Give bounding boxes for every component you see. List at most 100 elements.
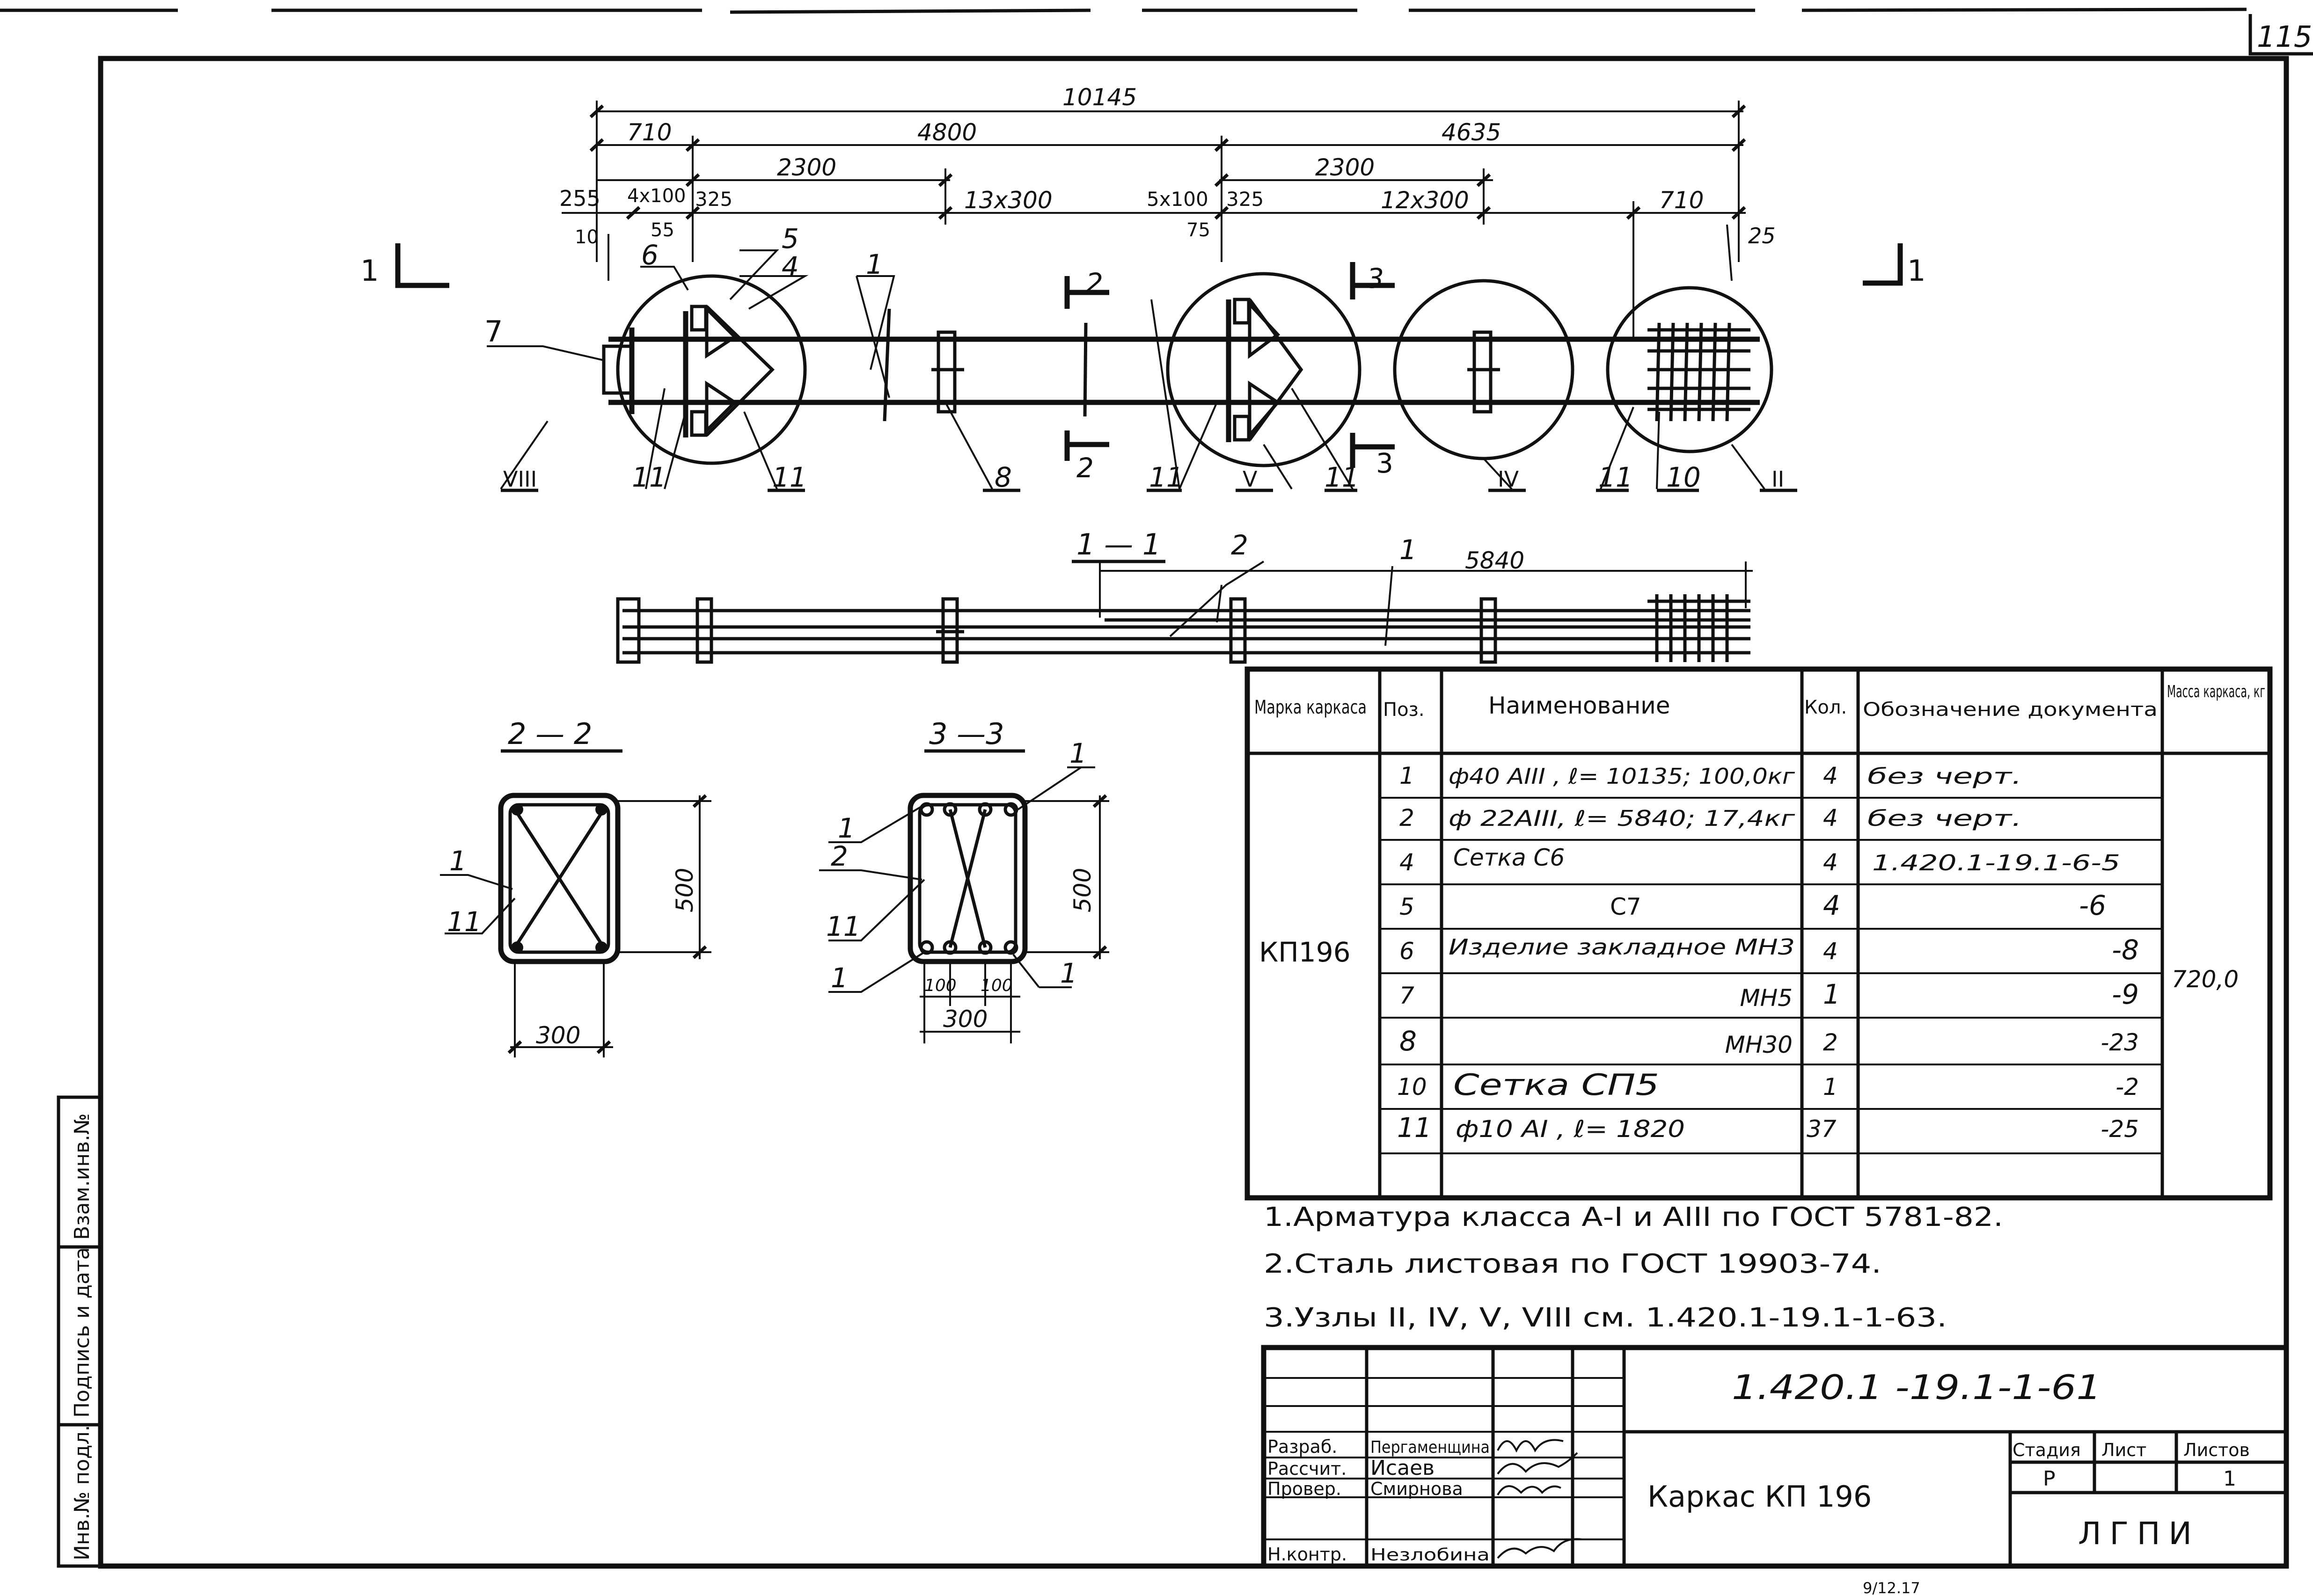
svg-text:1.420.1-19.1-6-5: 1.420.1-19.1-6-5 — [1872, 850, 2120, 875]
svg-text:МН30: МН30 — [1725, 1031, 1793, 1058]
svg-text:-6: -6 — [2079, 889, 2106, 921]
dim-710-right: 710 — [1659, 187, 1704, 214]
svg-text:4: 4 — [1399, 849, 1414, 876]
svg-text:1: 1 — [1823, 1073, 1838, 1100]
dim-5x100: 5x100 — [1147, 188, 1208, 211]
dim-4635: 4635 — [1442, 119, 1501, 146]
dim-55: 55 — [651, 219, 674, 241]
dim-13x300: 13x300 — [964, 187, 1053, 214]
bottom-fragment: 9/12.17 — [1863, 1579, 1920, 1596]
section22-title: 2 — 2 — [508, 717, 592, 751]
dim-2300-left: 2300 — [777, 154, 836, 181]
side-stamp: Инв.№ подл. Подпись и дата Взам.инв.№ — [57, 1095, 102, 1568]
spec-header-pos: Поз. — [1383, 699, 1425, 721]
section22-width: 300 — [536, 1022, 580, 1049]
svg-text:2: 2 — [1399, 804, 1414, 831]
spec-header-name: Наименование — [1488, 692, 1670, 719]
note-1: 1.Арматура класса А-I и АIII по ГОСТ 578… — [1264, 1202, 2003, 1232]
title-stage: Р — [2043, 1467, 2056, 1491]
page-number-box: 115 — [2248, 14, 2313, 56]
dim-12x300: 12x300 — [1381, 187, 1469, 214]
dim-710-left: 710 — [627, 119, 672, 146]
section33-callout-1-br: 1 — [1060, 957, 1077, 989]
section-2-2: 2 — 2 500 300 1 1 — [440, 717, 711, 1057]
svg-text:без черт.: без черт. — [1867, 806, 2022, 831]
dim-4800: 4800 — [917, 119, 977, 146]
section-3-bottom-label: 3 — [1376, 447, 1393, 479]
dim-325-right: 325 — [1226, 188, 1264, 211]
signature-row: Провер. Смирнова — [1267, 1479, 1463, 1499]
title-name: Каркас КП 196 — [1647, 1479, 1872, 1514]
elevation-view: 1 — 1 — [616, 527, 1753, 664]
dim-total: 10145 — [1062, 84, 1137, 111]
svg-text:Сетка С6: Сетка С6 — [1453, 844, 1565, 871]
section-1-left-label: 1 — [360, 254, 379, 288]
top-border-strokes — [0, 7, 2247, 14]
callout-11-d: 11 — [1325, 461, 1359, 493]
section33-sub1: 100 — [924, 976, 957, 995]
dim-4x100: 4x100 — [627, 185, 686, 207]
svg-text:4: 4 — [1823, 938, 1838, 965]
section33-callout-11: 11 — [826, 911, 861, 942]
section-3-3: 3 —3 — [819, 717, 1109, 1043]
callout-10: 10 — [1666, 461, 1701, 493]
section33-callout-2: 2 — [831, 840, 848, 872]
title-sheets-header: Листов — [2183, 1440, 2250, 1460]
svg-text:4: 4 — [1823, 762, 1838, 789]
svg-text:-9: -9 — [2112, 978, 2139, 1010]
svg-text:-25: -25 — [2101, 1115, 2139, 1143]
plan-view: 10145 710 4800 4635 2300 2300 255 4x100 … — [360, 84, 1925, 493]
svg-text:7: 7 — [1399, 982, 1414, 1009]
section22-height: 500 — [671, 868, 698, 912]
svg-text:-2: -2 — [2115, 1073, 2139, 1100]
svg-text:37: 37 — [1807, 1115, 1837, 1143]
callout-8: 8 — [995, 461, 1012, 493]
svg-text:Изделие закладное МН3: Изделие закладное МН3 — [1449, 934, 1795, 960]
svg-text:10: 10 — [1397, 1073, 1427, 1100]
stamp-inv-podl: Инв.№ подл. — [70, 1425, 94, 1560]
title-sheets: 1 — [2223, 1467, 2236, 1491]
elevation-callout-1: 1 — [1399, 534, 1417, 566]
dim-2300-right: 2300 — [1315, 154, 1375, 181]
section33-callout-1-bl: 1 — [831, 962, 848, 994]
section-1-right-marker — [1863, 243, 1903, 286]
spec-header-mass: Масса каркаса, кг — [2167, 682, 2265, 701]
title-block: 1.420.1 -19.1-1-61 Каркас КП 196 Стадия … — [1261, 1345, 2289, 1569]
stamp-podpis: Подпись и дата — [70, 1247, 94, 1418]
callout-1: 1 — [866, 248, 883, 280]
callout-node-VIII: VIII — [503, 466, 537, 492]
svg-text:Незлобина: Незлобина — [1370, 1545, 1490, 1565]
svg-text:1: 1 — [1823, 978, 1840, 1010]
svg-text:Исаев: Исаев — [1370, 1456, 1435, 1480]
dim-325-left: 325 — [695, 188, 732, 211]
section33-callout-1-top: 1 — [1069, 737, 1087, 769]
signature-row: Н.контр. Незлобина — [1267, 1544, 1490, 1565]
callout-11-b: 11 — [772, 461, 807, 493]
spec-row: 4 Сетка С6 4 1.420.1-19.1-6-5 — [1399, 844, 2120, 876]
svg-text:Сетка СП5: Сетка СП5 — [1453, 1068, 1659, 1102]
svg-text:ф40 АIII , ℓ= 10135; 100,0кг: ф40 АIII , ℓ= 10135; 100,0кг — [1449, 764, 1795, 789]
spec-header-mark: Марка каркаса — [1254, 697, 1367, 718]
callout-4: 4 — [782, 251, 799, 283]
callout-node-II: II — [1771, 466, 1784, 492]
spec-row: 6 Изделие закладное МН3 4 -8 — [1399, 934, 2139, 966]
svg-text:11: 11 — [1397, 1112, 1432, 1144]
svg-text:2: 2 — [1823, 1029, 1838, 1056]
svg-text:-23: -23 — [2101, 1029, 2139, 1056]
section-1-right-label: 1 — [1907, 254, 1925, 288]
spec-header-doc: Обозначение документа — [1863, 699, 2158, 721]
spec-header-qty: Кол. — [1804, 697, 1847, 718]
spec-row: 7 МН5 1 -9 — [1399, 978, 2139, 1012]
section33-height: 500 — [1069, 868, 1096, 912]
callout-11-c: 11 — [1149, 461, 1184, 493]
note-2: 2.Сталь листовая по ГОСТ 19903-74. — [1264, 1249, 1881, 1279]
svg-text:4: 4 — [1823, 804, 1838, 831]
callout-11-e: 11 — [1598, 461, 1633, 493]
title-org: ЛГПИ — [2078, 1516, 2200, 1552]
section33-callout-1-left: 1 — [838, 812, 855, 844]
section33-sub2: 100 — [981, 976, 1013, 995]
title-sheet-header: Лист — [2101, 1440, 2146, 1460]
callout-11-a: 11 — [632, 461, 666, 493]
spec-row: 11 ф10 АI , ℓ= 1820 37 -25 — [1397, 1112, 2139, 1144]
